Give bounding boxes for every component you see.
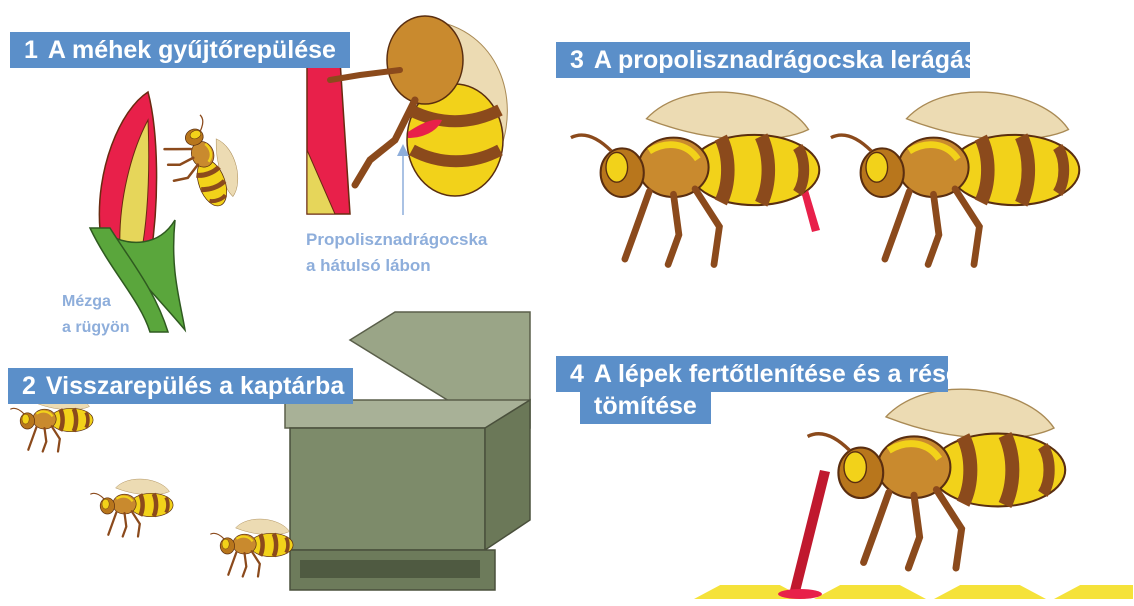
propolis-label-line1: Propolisznadrágocska (306, 228, 487, 252)
panel-2-number: 2 (22, 372, 36, 400)
resin-label-line1: Mézga (62, 290, 130, 314)
panel-2-artwork (10, 312, 530, 590)
panel-4-number: 4 (570, 360, 584, 388)
panel-4-artwork (690, 389, 1134, 600)
panel-1-title-text: A méhek gyűjtőrepülése (48, 36, 336, 64)
propolis-label: Propolisznadrágocska a hátulsó lábon (306, 228, 487, 278)
panel-4-title-text-line2: tömítése (594, 392, 697, 420)
panel-3-number: 3 (570, 46, 584, 74)
panel-2-title-text: Visszarepülés a kaptárba (46, 372, 344, 400)
panel-4-title-text: A lépek fertőtlenítése és a rések (594, 360, 974, 388)
panel-4-title-line2: tömítése (580, 388, 711, 424)
panel-3-artwork (571, 92, 1079, 264)
propolis-label-line2: a hátulsó lábon (306, 254, 487, 278)
resin-label: Mézga a rügyön (62, 290, 130, 340)
panel-1-number: 1 (24, 36, 38, 64)
panel-1-title: 1 A méhek gyűjtőrepülése (10, 32, 350, 68)
panel-3-title-text: A propolisznadrágocska lerágása (594, 46, 992, 74)
resin-label-line2: a rügyön (62, 316, 130, 340)
panel-2-title: 2 Visszarepülés a kaptárba (8, 368, 353, 404)
